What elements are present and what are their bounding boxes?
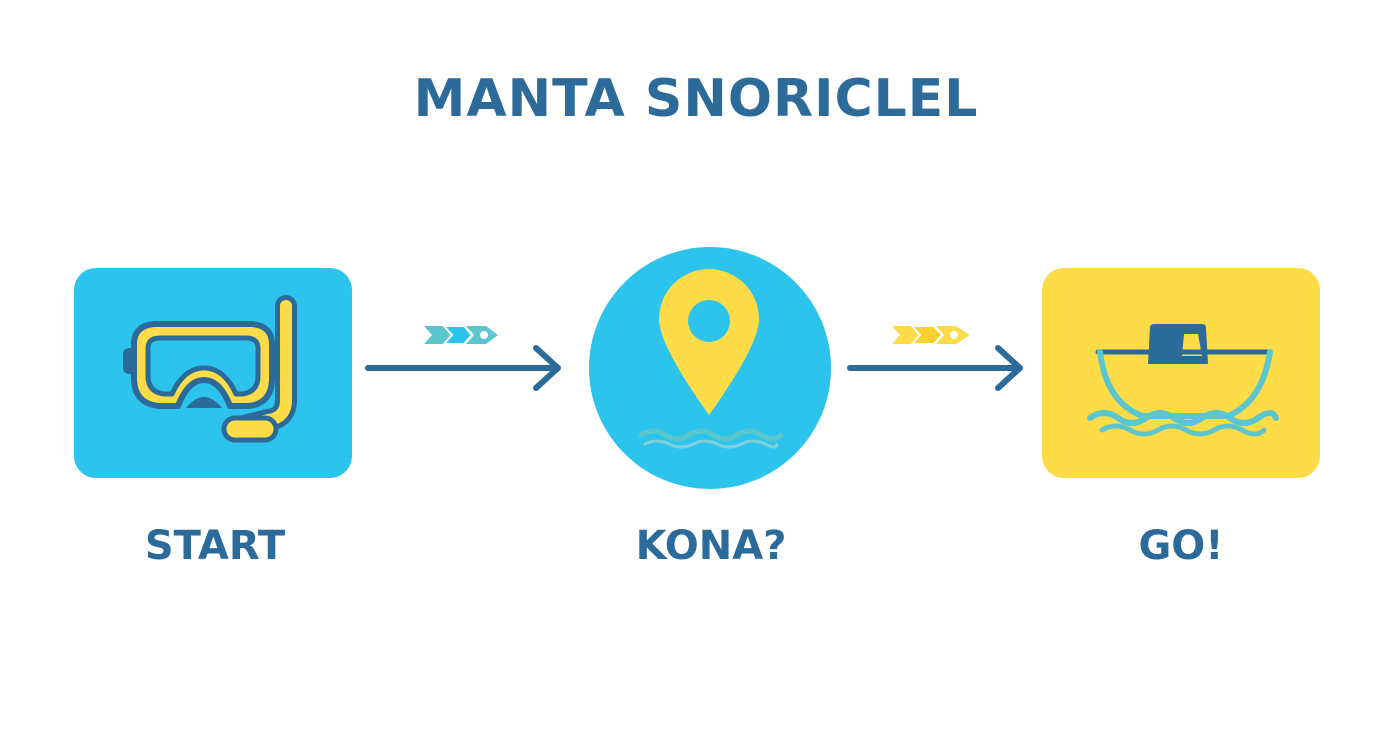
boat-icon [1087, 324, 1279, 437]
double-chevron-icon [422, 322, 500, 348]
start-tile [74, 268, 352, 478]
arrow-right-icon [365, 345, 561, 391]
location-pin-icon [638, 269, 784, 449]
snorkel-mask-icon [123, 295, 297, 443]
diagram-title: MANTA SNORICLEL [413, 69, 979, 129]
arrow-connector-1 [365, 342, 566, 398]
double-chevron-icon [890, 322, 972, 348]
arrow-connector-2 [847, 342, 1028, 398]
step-label-start: START [144, 523, 286, 569]
arrow-right-icon [847, 345, 1023, 391]
go-tile [1042, 268, 1320, 478]
step-label-kona: KONA? [635, 523, 787, 569]
step-label-go: GO! [1138, 523, 1224, 569]
kona-tile [589, 247, 831, 489]
